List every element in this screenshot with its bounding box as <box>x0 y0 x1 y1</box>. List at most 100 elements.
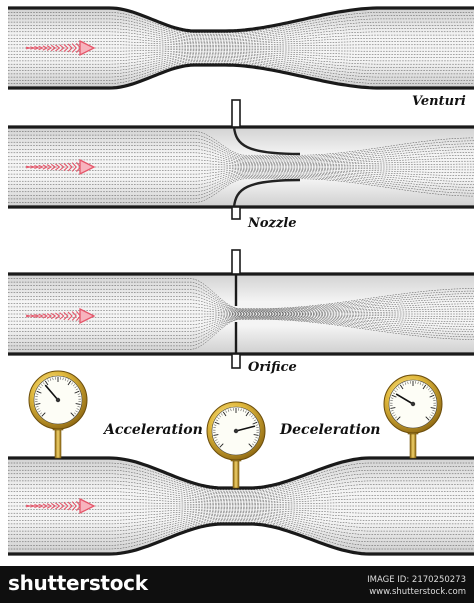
streamline <box>8 149 474 162</box>
streamline <box>8 466 474 492</box>
gauge-tick <box>253 441 256 444</box>
gauge-tick <box>425 416 430 421</box>
streamline <box>8 171 474 182</box>
gauge-stem <box>54 425 62 459</box>
gauge-tick <box>74 386 77 389</box>
gauge-tick <box>37 388 41 391</box>
gauge-tick <box>219 443 224 448</box>
streamline <box>8 491 474 501</box>
gauge-hub <box>410 401 416 407</box>
gauge-tick <box>222 411 227 417</box>
streamline <box>8 509 474 517</box>
gauge-tick <box>62 377 64 381</box>
gauge-tick <box>40 384 44 387</box>
gauge-tick <box>407 381 409 385</box>
flow-arrow-chevron <box>55 44 61 52</box>
flow-arrow-chevron <box>30 165 37 169</box>
gauge-tick <box>64 378 67 381</box>
pipe-wall-top <box>8 6 474 33</box>
streamline <box>8 316 474 332</box>
flow-arrow-chevron <box>25 165 31 169</box>
flow-arrow-chevron <box>30 46 37 50</box>
flow-arrow-chevron <box>59 502 65 510</box>
streamline <box>8 170 474 178</box>
streamline <box>8 175 474 193</box>
pipe-wall-bottom <box>8 522 474 556</box>
footer-image-id: IMAGE ID: 2170250273 <box>367 575 466 585</box>
streamline <box>8 145 474 161</box>
middle-pressure-gauge <box>206 401 266 489</box>
gauge-tick <box>417 381 419 385</box>
gauge-tick <box>422 384 427 390</box>
gauge-tick <box>70 412 75 417</box>
flow-arrow-chevron <box>46 313 53 319</box>
streamline <box>8 318 474 343</box>
nozzle-insert-top <box>232 126 301 156</box>
streamline <box>8 49 474 52</box>
gauge-tick <box>44 380 49 386</box>
gauge-tick <box>52 377 54 381</box>
orifice-diagram <box>8 249 474 369</box>
flow-arrow-chevron <box>63 501 69 511</box>
gauge-tick <box>242 409 245 412</box>
gauge-tick <box>230 408 232 412</box>
flow-arrow-chevron <box>59 312 65 320</box>
flow-arrow-chevron <box>71 43 77 53</box>
nozzle-diagram <box>8 99 474 220</box>
gauge-tick <box>431 412 434 414</box>
flow-arrow-chevron <box>63 43 69 53</box>
streamline <box>8 511 474 521</box>
streamline <box>8 303 474 313</box>
gauge-tick <box>67 380 72 386</box>
gauge-tick <box>426 386 429 389</box>
streamline <box>8 299 474 313</box>
streamline <box>8 176 474 196</box>
flow-arrow-chevron <box>50 502 57 510</box>
pressure-gauge-diagram <box>8 370 474 556</box>
flange-bottom <box>231 206 241 220</box>
flow-arrow-chevron <box>34 165 41 169</box>
footer-site-url: www.shutterstock.com <box>369 587 466 597</box>
gauge-tick <box>214 421 220 425</box>
gauge-tick <box>392 392 396 395</box>
flow-arrow-head <box>79 39 96 57</box>
nozzle-label: Nozzle <box>248 216 297 231</box>
streamline <box>8 519 474 543</box>
streamline <box>8 517 474 539</box>
gauge-tick <box>252 417 255 420</box>
flow-arrow-chevron <box>42 45 48 51</box>
streamline <box>8 31 474 42</box>
flow-arrow-chevron <box>71 311 77 321</box>
gauge-tick <box>39 412 43 415</box>
streamlines <box>8 462 474 550</box>
streamline <box>8 292 474 311</box>
flow-arrow <box>25 307 96 325</box>
flow-arrow-chevron <box>25 46 31 50</box>
gauge-tick <box>76 408 79 410</box>
streamline <box>8 318 474 347</box>
streamline <box>8 34 474 43</box>
streamline <box>8 310 474 314</box>
streamline <box>8 61 474 81</box>
flow-arrow <box>25 497 96 515</box>
gauge-tick <box>217 443 221 446</box>
streamline <box>8 306 474 314</box>
gauge-tick <box>47 379 49 382</box>
gauge-tick <box>402 383 404 386</box>
flow-arrow-chevron <box>59 163 65 171</box>
flange-top <box>231 99 241 128</box>
venturi-diagram <box>8 6 474 90</box>
gauge-tick <box>253 434 259 436</box>
gauge-tick <box>430 392 434 395</box>
gauge-tick <box>427 388 431 391</box>
flow-arrow-chevron <box>55 163 61 171</box>
streamline <box>8 172 474 185</box>
flow-arrow-chevron <box>50 312 57 320</box>
streamline <box>8 58 474 75</box>
gauge-tick <box>430 414 433 417</box>
streamline <box>8 315 474 329</box>
gauge-tick <box>73 412 77 415</box>
streamline <box>8 159 474 165</box>
streamline <box>8 498 474 504</box>
streamline <box>8 513 474 528</box>
